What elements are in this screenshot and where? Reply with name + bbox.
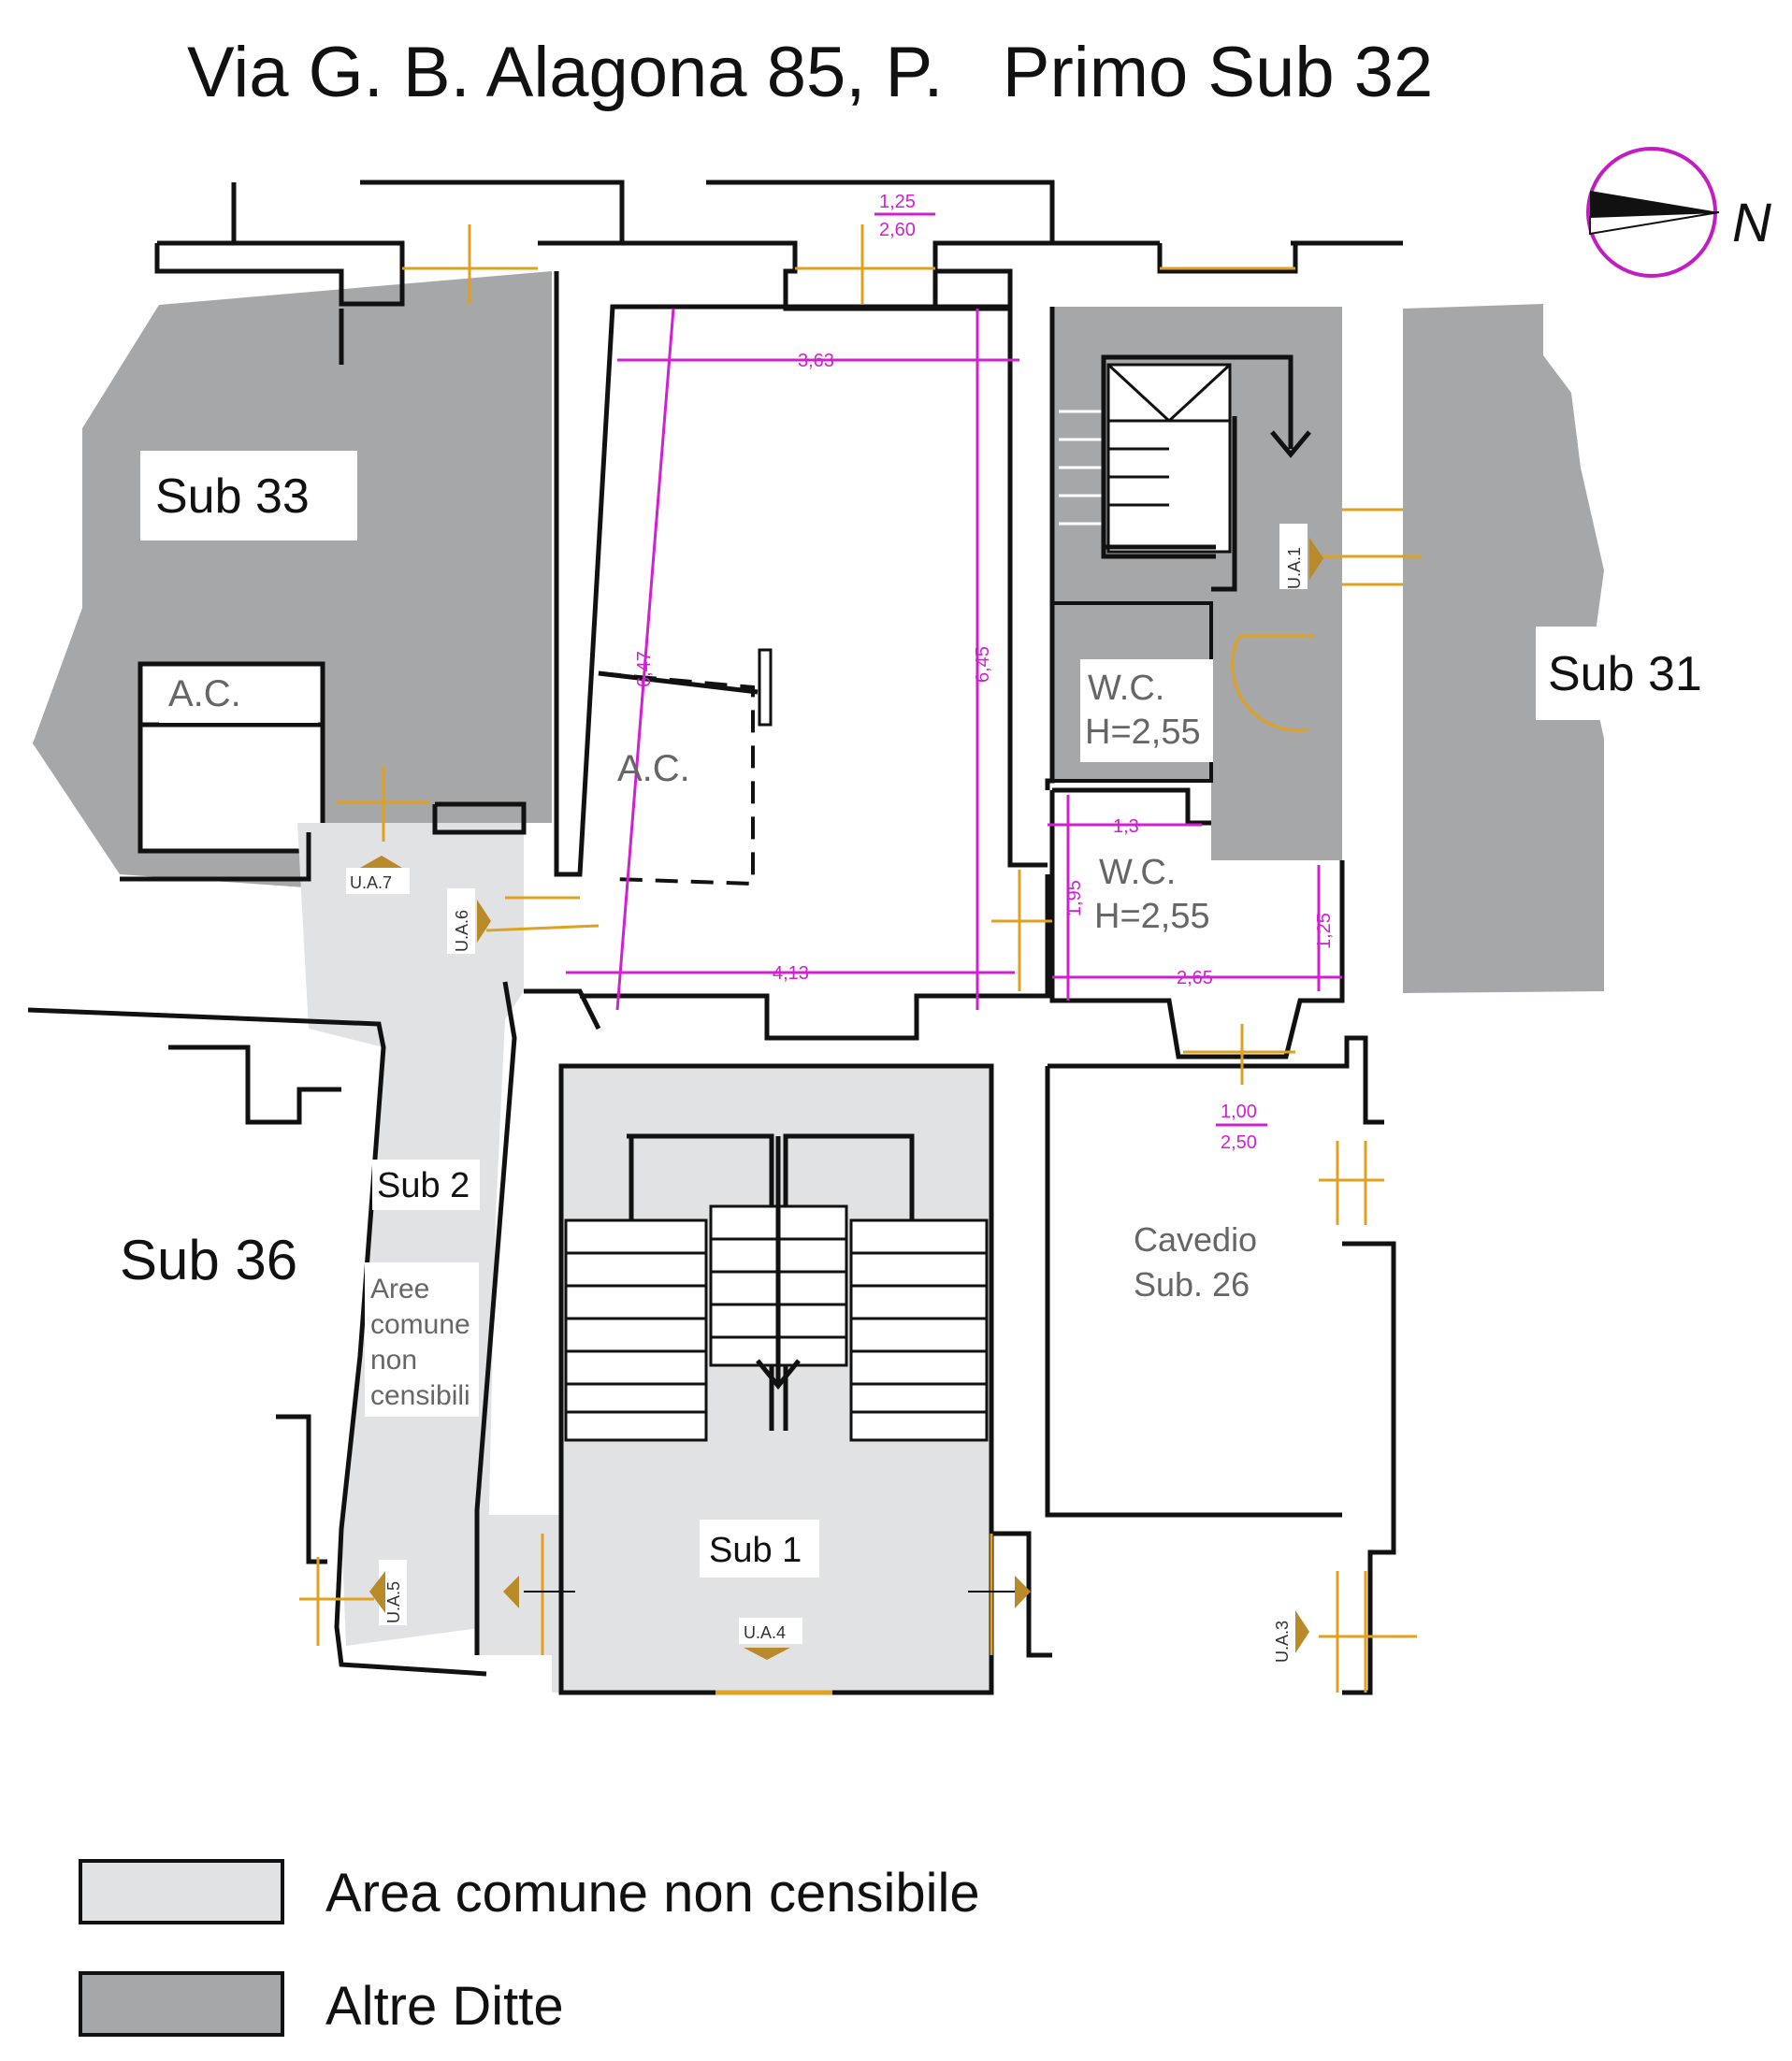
legend-swatch-common	[79, 1859, 284, 1924]
access-marker-ua6: U.A.6	[447, 888, 491, 954]
svg-text:U.A.4: U.A.4	[744, 1623, 786, 1642]
door-openings	[299, 224, 1422, 1695]
stair-treads-upper	[1059, 363, 1232, 554]
north-label: N	[1732, 193, 1771, 253]
label-aree-3: non	[370, 1345, 417, 1376]
label-ac-left: A.C.	[168, 673, 241, 714]
svg-text:U.A.7: U.A.7	[350, 873, 392, 892]
label-wc-lower-1: W.C.	[1099, 853, 1176, 892]
label-aree-2: comune	[370, 1309, 470, 1340]
label-cavedio-1: Cavedio	[1134, 1220, 1257, 1259]
legend-label-other: Altre Ditte	[325, 1976, 564, 2037]
dim-room-depth-right: 6,45	[973, 646, 993, 683]
dim-room-depth-left: 6,47	[634, 651, 655, 687]
access-marker-ua7: U.A.7	[346, 856, 410, 894]
dim-lower-door-width: 1,00	[1221, 1102, 1257, 1122]
legend-swatch-other	[79, 1971, 284, 2037]
dim-top-height: 2,60	[879, 220, 916, 240]
dim-lower-door-height: 2,50	[1221, 1132, 1257, 1153]
label-wc-lower-2: H=2,55	[1094, 897, 1210, 936]
dim-wc-depth: 1,95	[1064, 880, 1085, 916]
svg-text:U.A.6: U.A.6	[453, 910, 471, 952]
label-sub33: Sub 33	[155, 469, 310, 524]
svg-text:U.A.1: U.A.1	[1285, 547, 1304, 589]
label-wc-upper-1: W.C.	[1088, 669, 1164, 708]
label-ac-center: A.C.	[617, 748, 690, 789]
dim-room-width-top: 3,63	[798, 351, 834, 371]
label-aree-4: censibili	[370, 1380, 470, 1411]
stair-arrow-icon	[756, 1136, 801, 1390]
plan-title: Via G. B. Alagona 85, P. Primo Sub 32	[187, 33, 1433, 112]
label-sub1: Sub 1	[709, 1531, 802, 1570]
label-aree-1: Aree	[370, 1274, 429, 1304]
svg-text:U.A.3: U.A.3	[1273, 1621, 1292, 1663]
stair-arrow-upper-icon	[1101, 354, 1311, 550]
north-arrow-icon	[1586, 147, 1720, 278]
access-arrows-sub1	[503, 1576, 1031, 1608]
dim-room-width-bottom: 4,13	[773, 963, 809, 984]
sub2-area	[297, 823, 524, 1646]
legend-label-common: Area comune non censibile	[325, 1863, 980, 1924]
dim-wc-right: 1,25	[1314, 913, 1335, 949]
dim-wc-width-bottom: 2,65	[1177, 968, 1213, 988]
sub31-area	[1403, 304, 1604, 993]
label-wc-upper-2: H=2,55	[1085, 713, 1201, 752]
access-marker-ua3: U.A.3	[1267, 1599, 1309, 1665]
svg-text:U.A.5: U.A.5	[384, 1581, 403, 1623]
label-sub2: Sub 2	[377, 1166, 470, 1205]
access-marker-ua5: U.A.5	[369, 1560, 407, 1625]
access-marker-ua1: U.A.1	[1279, 524, 1323, 589]
label-cavedio-2: Sub. 26	[1134, 1265, 1250, 1304]
label-sub36: Sub 36	[120, 1229, 297, 1291]
dimension-lines	[566, 212, 1342, 1127]
dim-wc-width-top: 1,3	[1113, 816, 1139, 837]
access-marker-ua4: U.A.4	[739, 1618, 802, 1660]
dim-top-width: 1,25	[879, 192, 916, 212]
label-sub31: Sub 31	[1548, 647, 1702, 701]
